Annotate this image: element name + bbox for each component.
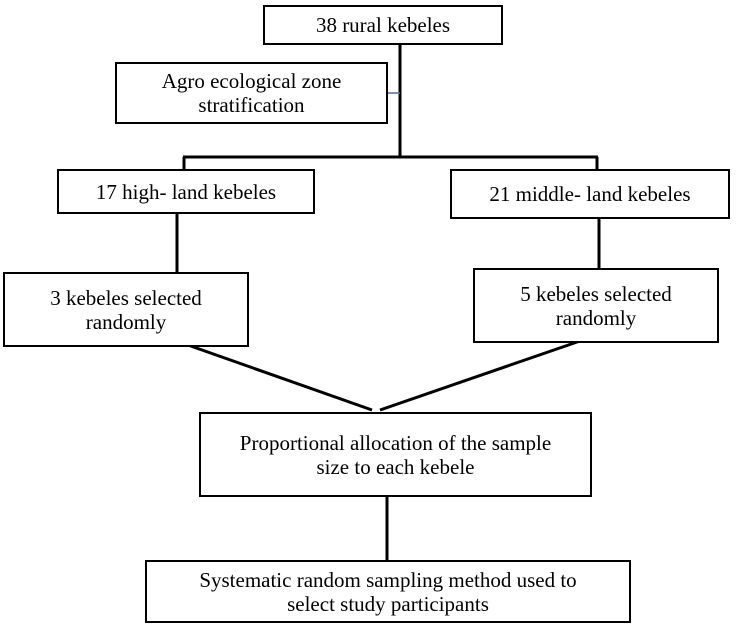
node-proportional-allocation: Proportional allocation of the sample si… bbox=[199, 412, 592, 497]
node-middleland-kebeles: 21 middle- land kebeles bbox=[450, 169, 730, 219]
node-selected-middle: 5 kebeles selected randomly bbox=[473, 268, 719, 343]
node-rural-kebeles-label: 38 rural kebeles bbox=[315, 13, 451, 37]
node-highland-kebeles: 17 high- land kebeles bbox=[57, 169, 315, 214]
edge-selected-middle-allocation bbox=[379, 339, 581, 412]
edge-selected-high-allocation bbox=[167, 336, 373, 412]
node-stratification: Agro ecological zone stratification bbox=[115, 62, 388, 124]
node-middleland-kebeles-label: 21 middle- land kebeles bbox=[489, 182, 691, 206]
node-selected-high-label: 3 kebeles selected randomly bbox=[50, 285, 202, 334]
node-selected-high: 3 kebeles selected randomly bbox=[3, 272, 249, 347]
node-highland-kebeles-label: 17 high- land kebeles bbox=[95, 179, 277, 204]
node-selected-middle-label: 5 kebeles selected randomly bbox=[520, 281, 672, 330]
node-proportional-allocation-label: Proportional allocation of the sample si… bbox=[239, 430, 552, 479]
node-systematic-sampling: Systematic random sampling method used t… bbox=[145, 560, 631, 623]
node-stratification-label: Agro ecological zone stratification bbox=[161, 69, 342, 117]
node-systematic-sampling-label: Systematic random sampling method used t… bbox=[199, 567, 577, 616]
node-rural-kebeles: 38 rural kebeles bbox=[263, 5, 503, 45]
